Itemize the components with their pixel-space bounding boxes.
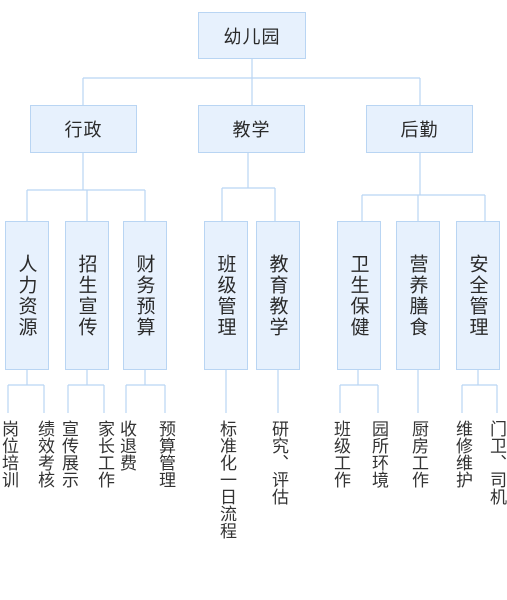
- node-root-label: 幼儿园: [223, 26, 281, 48]
- node-nutrition-label: 营养膳食: [406, 253, 429, 338]
- node-finance[interactable]: 财务预算: [123, 221, 167, 370]
- node-logistics-label: 后勤: [400, 120, 439, 141]
- connector-recruit: [67, 370, 105, 413]
- connector-admin: [26, 153, 146, 221]
- node-safety[interactable]: 安全管理: [456, 221, 500, 370]
- leaf-environment: 园所环境: [368, 420, 388, 488]
- node-logistics[interactable]: 后勤: [366, 105, 473, 153]
- leaf-kitchen: 厨房工作: [408, 420, 428, 488]
- node-health-label: 卫生保健: [347, 253, 370, 338]
- node-finance-label: 财务预算: [133, 253, 156, 338]
- node-teaching-label: 教学: [232, 120, 271, 141]
- node-nutrition[interactable]: 营养膳食: [396, 221, 440, 370]
- leaf-promotion: 宣传展示: [58, 420, 78, 488]
- leaf-daily-routine: 标准化一日流程: [216, 420, 236, 539]
- connector-health: [339, 370, 379, 413]
- connector-finance: [125, 370, 166, 413]
- node-class-label: 班级管理: [214, 253, 237, 338]
- node-admin-label: 行政: [64, 120, 103, 141]
- node-health[interactable]: 卫生保健: [337, 221, 381, 370]
- node-edu[interactable]: 教育教学: [256, 221, 300, 370]
- leaf-budget: 预算管理: [155, 420, 175, 488]
- leaf-class-work: 班级工作: [330, 420, 350, 488]
- connector-safety: [461, 370, 498, 413]
- leaf-fees: 收退费: [116, 420, 136, 471]
- node-admin[interactable]: 行政: [30, 105, 137, 153]
- leaf-job-training: 岗位培训: [0, 420, 18, 488]
- leaf-research: 研究、评估: [268, 420, 288, 505]
- node-hr-label: 人力资源: [15, 253, 38, 338]
- node-hr[interactable]: 人力资源: [5, 221, 49, 370]
- node-safety-label: 安全管理: [466, 253, 489, 338]
- node-root[interactable]: 幼儿园: [198, 12, 306, 59]
- leaf-guard-driver: 门卫、司机: [486, 420, 506, 505]
- connector-hr: [7, 370, 45, 413]
- node-recruit[interactable]: 招生宣传: [65, 221, 109, 370]
- node-edu-label: 教育教学: [266, 253, 289, 338]
- connector-root: [82, 59, 421, 105]
- node-teaching[interactable]: 教学: [198, 105, 305, 153]
- node-recruit-label: 招生宣传: [75, 253, 98, 338]
- leaf-maintenance: 维修维护: [452, 420, 472, 488]
- connector-logistics: [361, 153, 486, 221]
- connector-teaching: [221, 153, 276, 221]
- leaf-parent-work: 家长工作: [94, 420, 114, 488]
- leaf-performance: 绩效考核: [34, 420, 54, 488]
- node-class[interactable]: 班级管理: [204, 221, 248, 370]
